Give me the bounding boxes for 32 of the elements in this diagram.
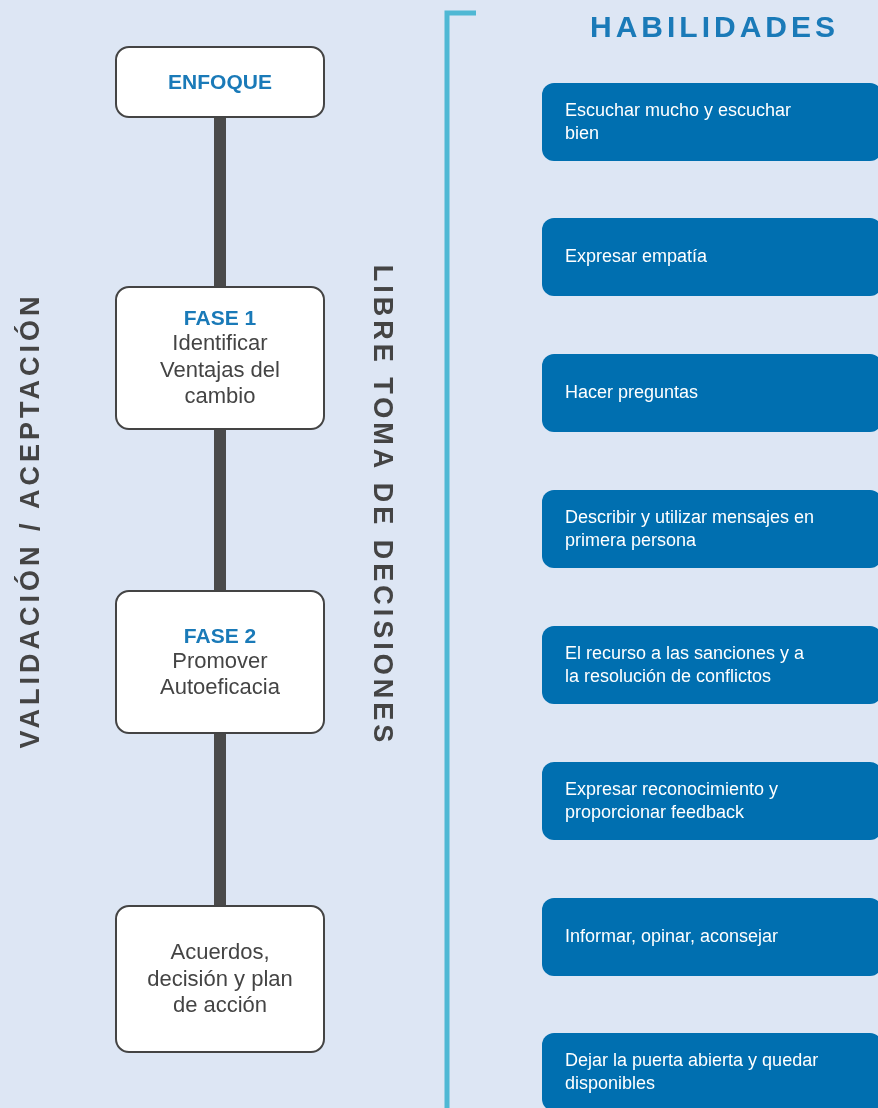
phase-heading: FASE 1 bbox=[183, 306, 257, 331]
connector-line bbox=[214, 430, 226, 590]
skill-text: Expresar reconocimiento y proporcionar feedback bbox=[565, 777, 780, 824]
column-heading: HABILIDADES bbox=[590, 10, 839, 44]
skill-text: Escuchar mucho y escuchar bien bbox=[565, 98, 793, 145]
phase-text: Identificar Ventajas del cambio bbox=[159, 330, 281, 410]
skill-text: Expresar empatía bbox=[565, 245, 708, 269]
phase-box bbox=[115, 905, 325, 1053]
skill-text: Dejar la puerta abierta y quedar disponibles bbox=[565, 1048, 820, 1095]
skill-box bbox=[542, 218, 878, 296]
skill-box bbox=[542, 490, 878, 568]
connector-line bbox=[214, 118, 226, 286]
phase-box bbox=[115, 590, 325, 734]
skill-box bbox=[542, 626, 878, 704]
phase-box bbox=[115, 46, 325, 118]
phase-box bbox=[115, 286, 325, 430]
skill-box bbox=[542, 762, 878, 840]
skill-box bbox=[542, 83, 878, 161]
phase-heading: FASE 2 bbox=[183, 623, 257, 648]
skill-text: Informar, opinar, aconsejar bbox=[565, 925, 779, 949]
side-heading: VALIDACIÓN / ACEPTACIÓN bbox=[14, 292, 46, 748]
connector-line bbox=[214, 734, 226, 905]
skill-box bbox=[542, 898, 878, 976]
skill-text: Describir y utilizar mensajes en primera persona bbox=[565, 505, 816, 552]
skill-text: Hacer preguntas bbox=[565, 381, 699, 405]
side-heading: LIBRE TOMA DE DECISIONES bbox=[367, 264, 399, 746]
phase-heading: ENFOQUE bbox=[168, 70, 272, 94]
phase-text: Promover Autoeficacia bbox=[159, 647, 281, 701]
skill-text: El recurso a las sanciones y a la resolución de conflictos bbox=[565, 641, 806, 688]
phase-text: Acuerdos, decisión y plan de acción bbox=[146, 939, 294, 1019]
skill-box bbox=[542, 354, 878, 432]
skill-box bbox=[542, 1033, 878, 1108]
